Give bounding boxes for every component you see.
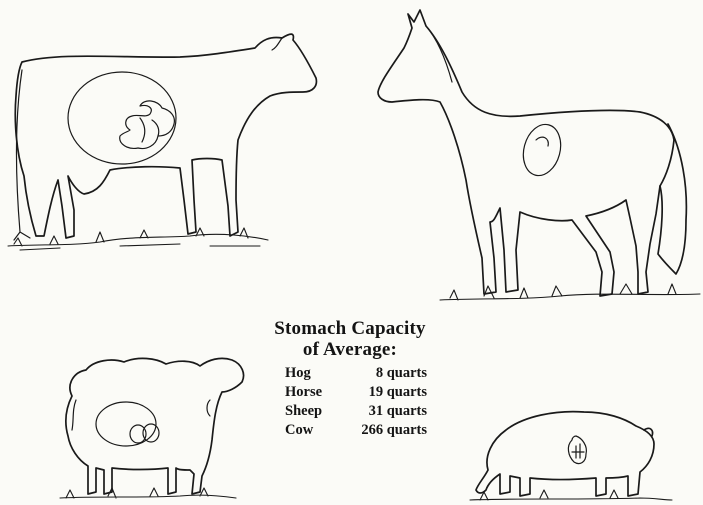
- cow-stomach-divider: [140, 118, 159, 142]
- capacity-table: Hog 8 quarts Horse 19 quarts Sheep 31 qu…: [285, 364, 427, 440]
- caption-title-line-1: Stomach Capacity: [255, 318, 445, 339]
- cow-outline: [15, 34, 316, 238]
- hog-illustration: [470, 412, 672, 500]
- cow-ear: [272, 38, 282, 50]
- horse-tail: [658, 124, 686, 274]
- capacity-amount: 31 quarts: [347, 402, 427, 421]
- caption-title-line-2: of Average:: [255, 339, 445, 360]
- horse-ground: [440, 284, 700, 300]
- animal-name: Hog: [285, 364, 347, 383]
- sheep-stomach-outline: [96, 402, 156, 446]
- hog-outline: [476, 412, 654, 496]
- sheep-illustration: [60, 358, 244, 498]
- animal-name: Horse: [285, 383, 347, 402]
- sheep-outline: [66, 358, 244, 494]
- cow-stomach-inner: [120, 101, 175, 149]
- capacity-row: Hog 8 quarts: [285, 364, 427, 383]
- horse-stomach-fold: [536, 137, 548, 146]
- stomach-capacity-caption: Stomach Capacity of Average: Hog 8 quart…: [255, 318, 445, 440]
- capacity-row: Cow 266 quarts: [285, 421, 427, 440]
- animal-name: Cow: [285, 421, 347, 440]
- capacity-amount: 8 quarts: [347, 364, 427, 383]
- capacity-amount: 266 quarts: [347, 421, 427, 440]
- horse-illustration: [378, 10, 700, 300]
- horse-stomach: [518, 120, 566, 180]
- sheep-ground: [60, 488, 236, 498]
- capacity-row: Horse 19 quarts: [285, 383, 427, 402]
- caption-title: Stomach Capacity of Average:: [255, 318, 445, 360]
- cow-illustration: [8, 34, 316, 250]
- animal-name: Sheep: [285, 402, 347, 421]
- capacity-row: Sheep 31 quarts: [285, 402, 427, 421]
- horse-mane: [426, 26, 452, 82]
- horse-outline: [378, 10, 674, 296]
- capacity-amount: 19 quarts: [347, 383, 427, 402]
- hog-stomach: [568, 436, 586, 464]
- cow-stomach-outline: [68, 72, 176, 164]
